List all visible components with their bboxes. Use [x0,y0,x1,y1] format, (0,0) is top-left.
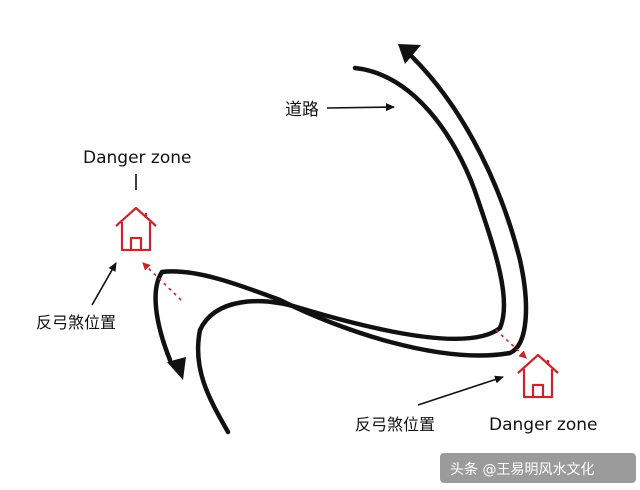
road-edge-inner [153,45,529,363]
danger-zone-label-left: Danger zone [83,148,191,168]
reverse-sha-label-right: 反弓煞位置 [355,415,435,434]
arrowhead-bottom [167,357,186,380]
road-pointer-arrow [326,103,395,112]
house-icon [115,206,157,252]
road [153,45,529,435]
watermark: 头条 @王易明风水文化 [440,453,636,483]
danger-zone-label-right: Danger zone [489,415,597,435]
watermark-bg [440,453,636,483]
house-icon [517,353,559,399]
reverse-sha-pointer-right [417,375,504,406]
watermark-text: 头条 @王易明风水文化 [450,461,594,478]
arrowhead-top [398,44,421,64]
sha-line-left [142,262,182,301]
reverse-sha-pointer-left [91,262,117,306]
reverse-sha-label-left: 反弓煞位置 [36,313,116,332]
road-label: 道路 [285,100,319,120]
road-edge-outer [195,65,507,435]
